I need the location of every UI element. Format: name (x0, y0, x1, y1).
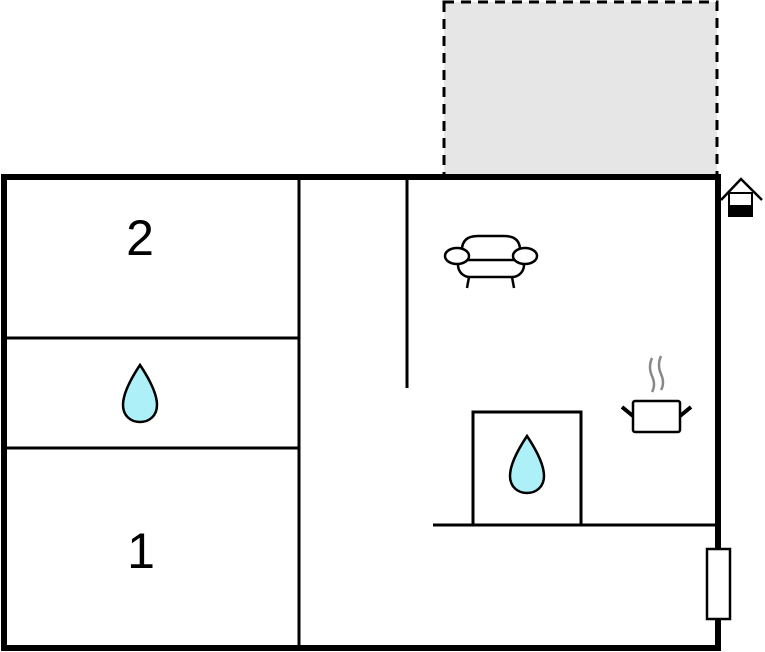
room-label-bedroom-2: 2 (126, 210, 154, 266)
water-drop-icon (121, 362, 159, 424)
cooking-pot-icon (620, 355, 693, 434)
water-drop-icon (508, 433, 546, 495)
house-entrance-icon[interactable] (720, 177, 763, 217)
terrace-area (442, 0, 719, 178)
room-label-bedroom-1: 1 (127, 523, 155, 579)
window-icon (705, 547, 732, 621)
sofa-icon (443, 234, 539, 289)
outer-wall (1, 174, 721, 651)
